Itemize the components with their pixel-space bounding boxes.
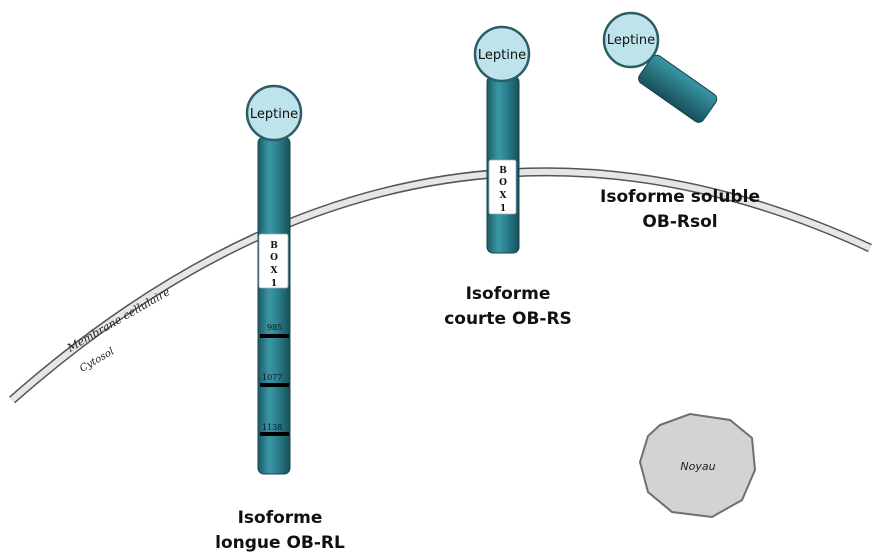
short-box-number-1: 1 [500, 204, 506, 214]
soluble-leptin-ligand [602, 11, 660, 69]
long-isoform-caption: Isoforme longue OB-RL [190, 506, 370, 556]
short-box-letter-b: B [499, 166, 507, 176]
long-box-number-1: 1 [271, 279, 277, 289]
long-box1-domain [258, 233, 289, 289]
nucleus-label: Noyau [680, 460, 715, 473]
long-leptin-ligand [245, 84, 303, 142]
marker-label-1077: 1077 [262, 373, 282, 382]
membrane-label: Membrane cellulaire [64, 285, 173, 355]
short-box-letter-x: X [500, 191, 507, 201]
long-isoform-receptor: B O X 1 985 1077 1138 Leptine [245, 84, 303, 475]
cell-membrane [9, 167, 872, 404]
long-box-letter-o: O [270, 253, 278, 263]
marker-bar-985 [260, 334, 289, 338]
short-box1-domain [488, 159, 517, 215]
nucleus [638, 412, 757, 519]
soluble-leptin-label: Leptine [607, 33, 655, 48]
short-leptin-label: Leptine [478, 48, 526, 63]
short-caption-line1: Isoforme [465, 284, 551, 304]
marker-label-1138: 1138 [262, 423, 282, 432]
soluble-isoform-receptor: Leptine [602, 11, 718, 123]
marker-label-985: 985 [267, 323, 282, 332]
long-caption-line1: Isoforme [237, 508, 323, 528]
short-leptin-ligand [473, 25, 531, 83]
cytosol-label: Cytosol [78, 346, 116, 374]
soluble-caption-line2: OB-Rsol [642, 212, 718, 232]
long-leptin-label: Leptine [250, 107, 298, 122]
long-box-letter-b: B [270, 241, 278, 251]
long-caption-line2: longue OB-RL [215, 533, 345, 553]
marker-bar-1077 [260, 383, 289, 387]
short-isoform-receptor: B O X 1 Leptine [473, 25, 531, 254]
soluble-isoform-caption: Isoforme soluble OB-Rsol [580, 185, 780, 235]
soluble-caption-line1: Isoforme soluble [600, 187, 760, 207]
long-box-letter-x: X [271, 266, 278, 276]
short-box-letter-o: O [499, 178, 507, 188]
short-caption-line2: courte OB-RS [444, 309, 572, 329]
marker-bar-1138 [260, 432, 289, 436]
short-isoform-caption: Isoforme courte OB-RS [418, 282, 598, 332]
